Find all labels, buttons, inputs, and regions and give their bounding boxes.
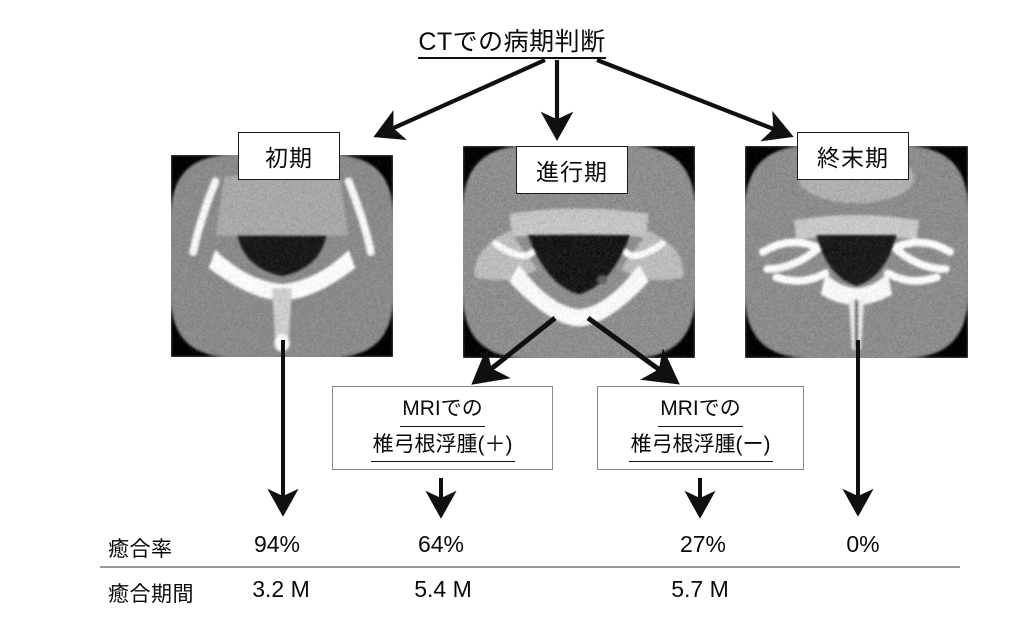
cell-union-period-edema-positive: 5.4 M <box>414 576 472 603</box>
arrow-title-to-early <box>378 60 545 135</box>
cell-union-rate-early: 94% <box>254 531 300 558</box>
mri-positive-line1: MRIでの <box>400 394 485 426</box>
page-title: CTでの病期判断 <box>0 22 1024 58</box>
row-label-union-rate: 癒合率 <box>108 533 173 563</box>
cell-union-rate-terminal: 0% <box>846 531 879 558</box>
table-divider <box>100 566 960 568</box>
stage-label-terminal-text: 終末期 <box>817 139 889 173</box>
ct-canvas-early <box>171 155 393 357</box>
cell-union-rate-edema-negative: 27% <box>680 531 726 558</box>
stage-label-advanced-text: 進行期 <box>536 153 608 187</box>
arrow-title-to-terminal <box>597 60 789 135</box>
cell-union-period-early: 3.2 M <box>252 576 310 603</box>
page-title-text: CTでの病期判断 <box>418 28 605 59</box>
cell-union-rate-edema-positive: 64% <box>418 531 464 558</box>
mri-box-edema-negative: MRIでの 椎弓根浮腫(ー) <box>597 386 804 470</box>
cell-union-period-edema-negative: 5.7 M <box>671 576 729 603</box>
mri-box-edema-positive: MRIでの 椎弓根浮腫(＋) <box>332 386 553 470</box>
mri-negative-line1: MRIでの <box>658 394 743 426</box>
mri-negative-line2: 椎弓根浮腫(ー) <box>629 430 773 462</box>
stage-label-advanced: 進行期 <box>516 146 628 194</box>
stage-label-early: 初期 <box>238 132 340 180</box>
stage-label-early-text: 初期 <box>265 139 313 173</box>
row-label-union-period: 癒合期間 <box>108 578 194 608</box>
mri-positive-line2: 椎弓根浮腫(＋) <box>371 430 515 462</box>
ct-image-early <box>171 155 393 357</box>
stage-label-terminal: 終末期 <box>797 132 909 180</box>
